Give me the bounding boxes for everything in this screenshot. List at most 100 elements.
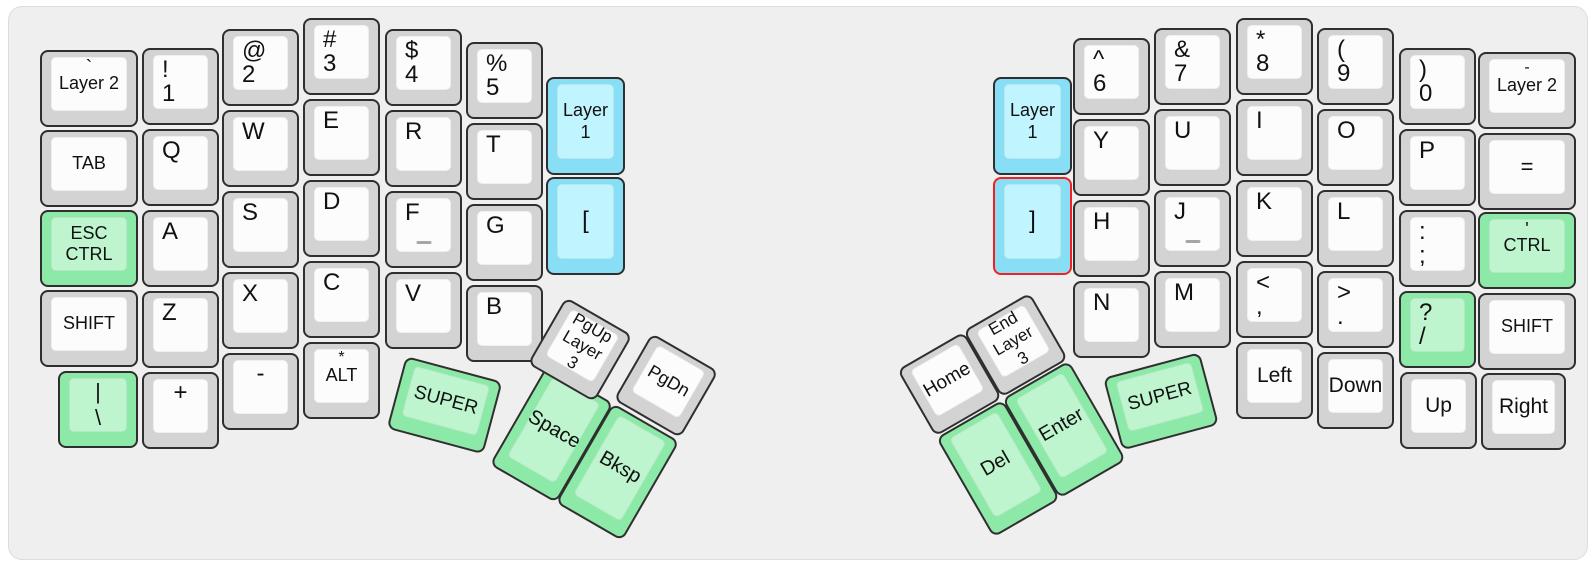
keycap-face: F	[396, 198, 451, 252]
keycap-face: :;	[1410, 217, 1465, 271]
key-s[interactable]: S	[222, 191, 299, 268]
key-semicolon[interactable]: :;	[1399, 210, 1476, 287]
key-l[interactable]: L	[1317, 190, 1394, 267]
key-label: Layer 1	[562, 100, 609, 142]
key-pipe-backslash[interactable]: |\	[58, 371, 138, 448]
key-4[interactable]: $4	[385, 29, 462, 106]
key-label: :	[1419, 218, 1426, 245]
key-label: 6	[1093, 69, 1107, 97]
key-label: ;	[1419, 241, 1426, 269]
key-e[interactable]: E	[303, 99, 380, 176]
keycap-face: V	[396, 279, 451, 333]
key-k[interactable]: K	[1236, 180, 1313, 257]
key-n[interactable]: N	[1073, 281, 1150, 358]
key-5[interactable]: %5	[466, 42, 543, 119]
key-a[interactable]: A	[142, 210, 219, 287]
keycap-face: &7	[1165, 35, 1220, 89]
keycap-face: >.	[1328, 278, 1383, 332]
keycap-face: Up	[1411, 379, 1466, 433]
key-equals[interactable]: =	[1478, 133, 1576, 210]
key-g[interactable]: G	[466, 204, 543, 281]
key-label: @	[242, 37, 267, 64]
key-shift-right[interactable]: SHIFT	[1478, 293, 1576, 370]
key-x[interactable]: X	[222, 272, 299, 349]
key-layer1-right[interactable]: Layer 1	[993, 77, 1072, 175]
key-shift-left[interactable]: SHIFT	[40, 290, 138, 367]
key-label: X	[242, 280, 259, 307]
key-tab[interactable]: TAB	[40, 130, 138, 207]
key-d[interactable]: D	[303, 180, 380, 257]
key-label: -	[1524, 59, 1530, 76]
key-lbracket[interactable]: [	[546, 177, 625, 275]
key-label: P	[1419, 137, 1436, 164]
key-6[interactable]: ^6	[1073, 38, 1150, 115]
keycap-face: |\	[69, 378, 127, 432]
key-label: #	[323, 26, 337, 53]
key-label: =	[1520, 154, 1534, 180]
key-up-arrow[interactable]: Up	[1400, 372, 1477, 449]
key-m[interactable]: M	[1154, 271, 1231, 348]
key-layer1-left[interactable]: Layer 1	[546, 77, 625, 175]
key-7[interactable]: &7	[1154, 28, 1231, 105]
key-alt[interactable]: *ALT	[303, 342, 380, 419]
key-q[interactable]: Q	[142, 129, 219, 206]
key-f[interactable]: F	[385, 191, 462, 268]
key-p[interactable]: P	[1399, 129, 1476, 206]
key-3[interactable]: #3	[303, 18, 380, 95]
key-u[interactable]: U	[1154, 109, 1231, 186]
key-plus[interactable]: +	[142, 372, 219, 449]
key-super-right[interactable]: SUPER	[1103, 352, 1220, 451]
key-0[interactable]: )0	[1399, 48, 1476, 125]
key-layer2-left[interactable]: `Layer 2	[40, 50, 138, 127]
key-super-left[interactable]: SUPER	[386, 356, 503, 455]
key-label: O	[1337, 117, 1356, 144]
key-rbracket[interactable]: ]	[993, 177, 1072, 275]
key-layer2-right[interactable]: -Layer 2	[1478, 52, 1576, 129]
key-comma[interactable]: <,	[1236, 261, 1313, 338]
key-label: M	[1174, 279, 1194, 306]
key-z[interactable]: Z	[142, 291, 219, 368]
key-w[interactable]: W	[222, 110, 299, 187]
key-label: Right	[1498, 394, 1549, 418]
keycap-face: -Layer 2	[1489, 59, 1565, 113]
key-label: /	[1419, 322, 1426, 350]
keycap-face: P	[1410, 136, 1465, 190]
key-h[interactable]: H	[1073, 200, 1150, 277]
key-quote-ctrl[interactable]: 'CTRL	[1478, 212, 1576, 289]
key-v[interactable]: V	[385, 272, 462, 349]
key-2[interactable]: @2	[222, 29, 299, 106]
key-period[interactable]: >.	[1317, 271, 1394, 348]
key-8[interactable]: *8	[1236, 18, 1313, 95]
keycap-face: ]	[1004, 184, 1061, 259]
key-r[interactable]: R	[385, 110, 462, 187]
key-label: Layer 2	[58, 73, 120, 94]
key-1[interactable]: !1	[142, 48, 219, 125]
key-b[interactable]: B	[466, 285, 543, 362]
keycap-face: *ALT	[314, 349, 369, 403]
keycap-face: H	[1084, 207, 1139, 261]
key-slash[interactable]: ?/	[1399, 291, 1476, 368]
key-t[interactable]: T	[466, 123, 543, 200]
key-label: %	[486, 50, 508, 77]
key-down-arrow[interactable]: Down	[1317, 352, 1394, 429]
key-9[interactable]: (9	[1317, 28, 1394, 105]
key-c[interactable]: C	[303, 261, 380, 338]
key-left-arrow[interactable]: Left	[1236, 342, 1313, 419]
key-y[interactable]: Y	[1073, 119, 1150, 196]
keycap-face: ^6	[1084, 45, 1139, 99]
key-label: 0	[1419, 79, 1433, 107]
keycap-face: L	[1328, 197, 1383, 251]
key-i[interactable]: I	[1236, 99, 1313, 176]
keycap-face: G	[477, 211, 532, 265]
key-o[interactable]: O	[1317, 109, 1394, 186]
key-right-arrow[interactable]: Right	[1481, 373, 1566, 450]
key-minus-left[interactable]: -	[222, 353, 299, 430]
key-j[interactable]: J	[1154, 190, 1231, 267]
key-label: A	[162, 218, 179, 245]
keycap-face: X	[233, 279, 288, 333]
key-label: Y	[1093, 127, 1110, 154]
